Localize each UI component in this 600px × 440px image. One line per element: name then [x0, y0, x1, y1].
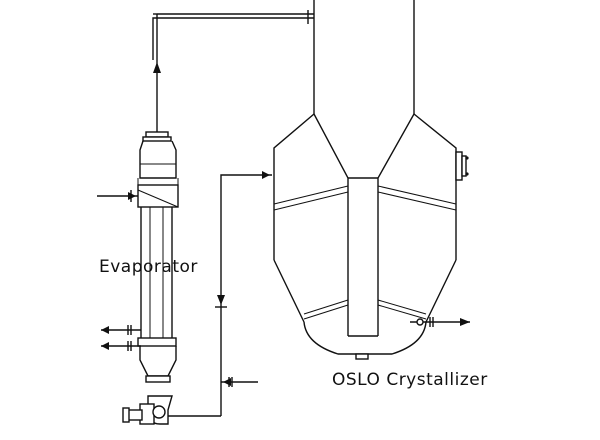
circulation-pump	[122, 395, 221, 425]
crystallizer-label: OSLO Crystallizer	[332, 370, 488, 390]
evaporator-label: Evaporator	[99, 257, 198, 277]
vapor-transfer-line	[152, 10, 314, 132]
recycle-line	[215, 171, 272, 416]
steam-inlet-line	[97, 190, 138, 202]
oslo-crystallizer	[273, 0, 469, 360]
evaporator-unit	[137, 131, 179, 383]
product-outlet-line	[410, 317, 470, 327]
evaporator-outlet-lines	[101, 325, 141, 351]
feed-inlet-line	[221, 377, 258, 387]
